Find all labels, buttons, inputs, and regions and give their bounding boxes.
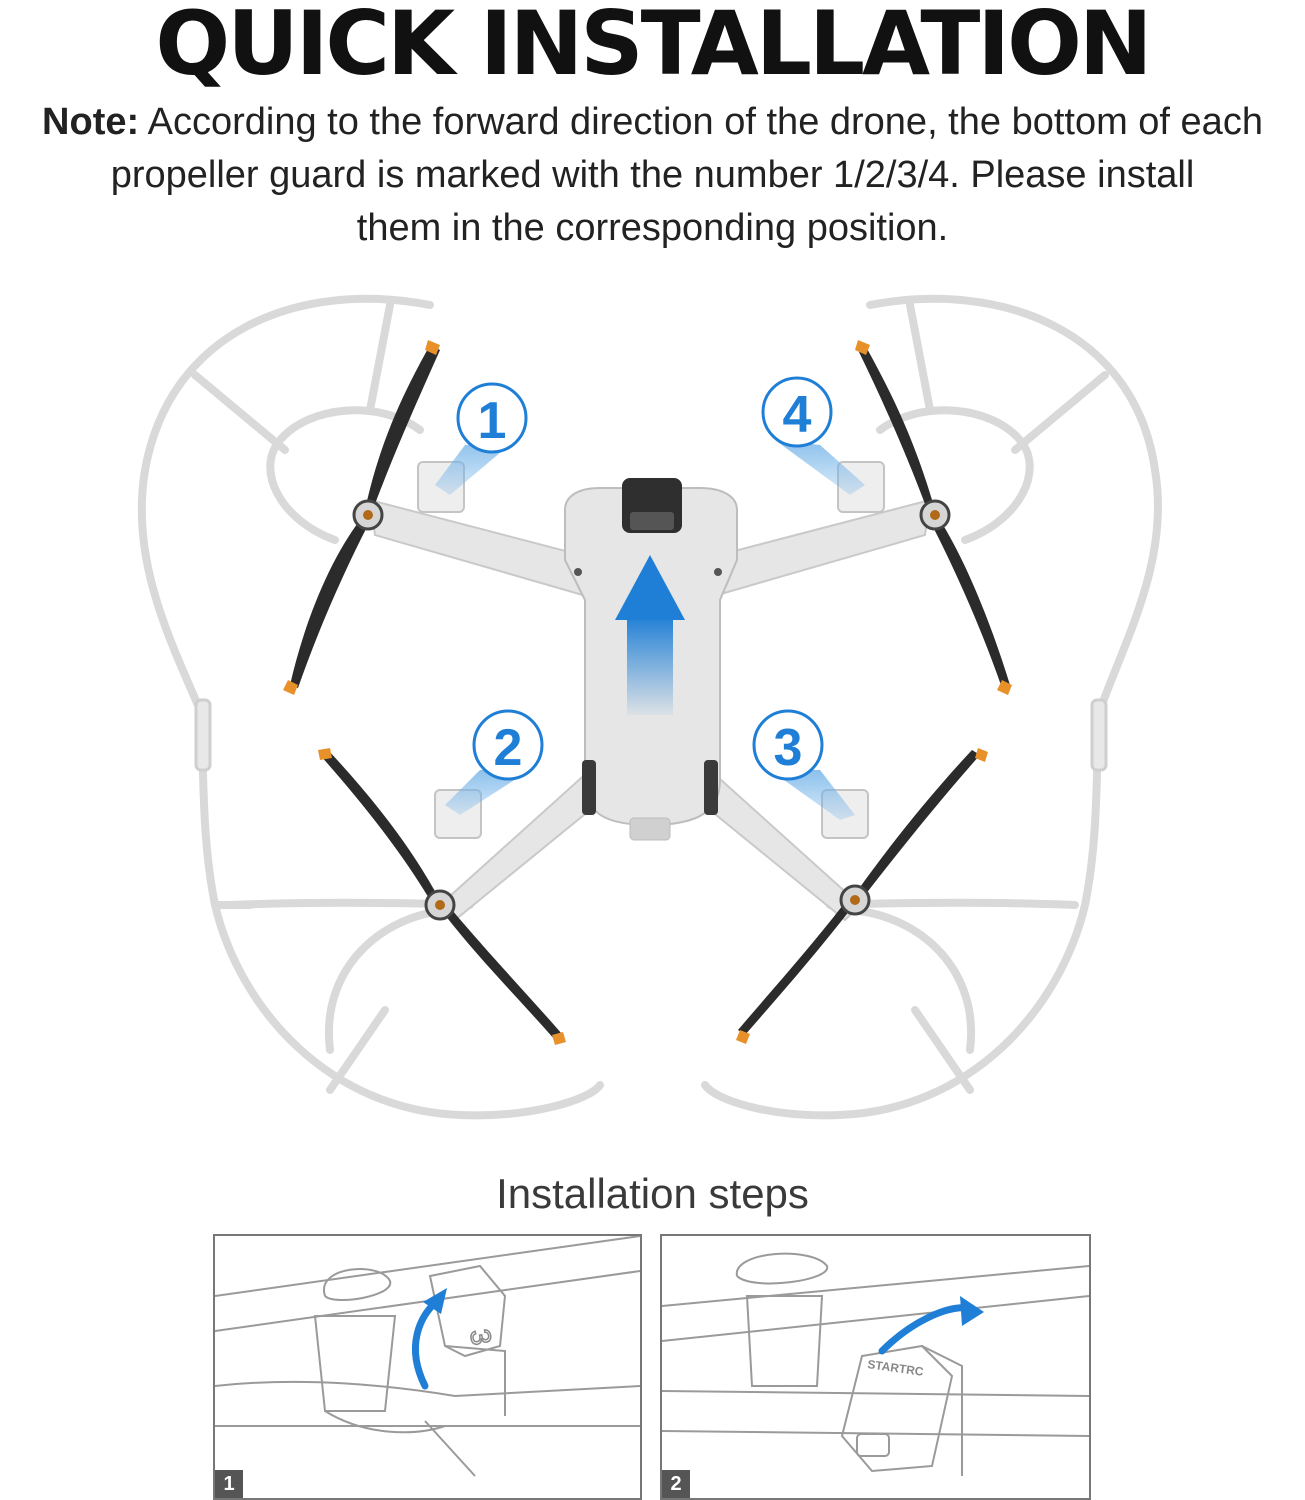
note-label: Note: — [42, 101, 140, 143]
propeller-rear-left — [318, 748, 566, 1045]
step-number-2: 2 — [662, 1470, 690, 1498]
propeller-rear-right — [736, 748, 988, 1044]
steps-title: Installation steps — [496, 1170, 809, 1217]
clip-brand-label: STARTRC — [867, 1357, 925, 1379]
step-panel-1: 3 1 — [213, 1234, 642, 1500]
right-propeller-guard — [701, 294, 1162, 1120]
curved-arrow-icon — [878, 1296, 984, 1355]
forward-arrow-icon — [615, 555, 685, 715]
step-1-illustration: 3 — [215, 1236, 640, 1477]
clip-number-3: 3 — [464, 1327, 497, 1348]
note-line-2: propeller guard is marked with the numbe… — [110, 154, 1195, 196]
drone-arms — [368, 498, 932, 922]
propeller-front-left — [283, 340, 440, 695]
callout-2: 2 — [472, 709, 544, 781]
callout-4: 4 — [761, 376, 833, 448]
step-2-illustration: STARTRC — [662, 1252, 1089, 1476]
installation-note: Note: According to the forward direction… — [0, 96, 1305, 255]
page-title: QUICK INSTALLATION — [155, 0, 1152, 95]
propeller-front-right — [855, 340, 1012, 695]
callout-1: 1 — [456, 382, 528, 454]
callout-1-label: 1 — [478, 392, 507, 450]
note-line-1: According to the forward direction of th… — [147, 101, 1263, 143]
step-number-1: 1 — [215, 1470, 243, 1498]
curved-arrow-icon — [411, 1288, 447, 1390]
step-panel-2: STARTRC 2 — [660, 1234, 1091, 1500]
callout-beams — [435, 440, 865, 820]
left-propeller-guard — [137, 294, 604, 1120]
callout-2-label: 2 — [494, 719, 523, 777]
drone-illustration: 1 4 2 3 — [137, 294, 1162, 1120]
callout-3-label: 3 — [774, 719, 803, 777]
callout-4-label: 4 — [783, 386, 812, 444]
callout-3: 3 — [752, 709, 824, 781]
note-line-3: them in the corresponding position. — [356, 207, 949, 249]
